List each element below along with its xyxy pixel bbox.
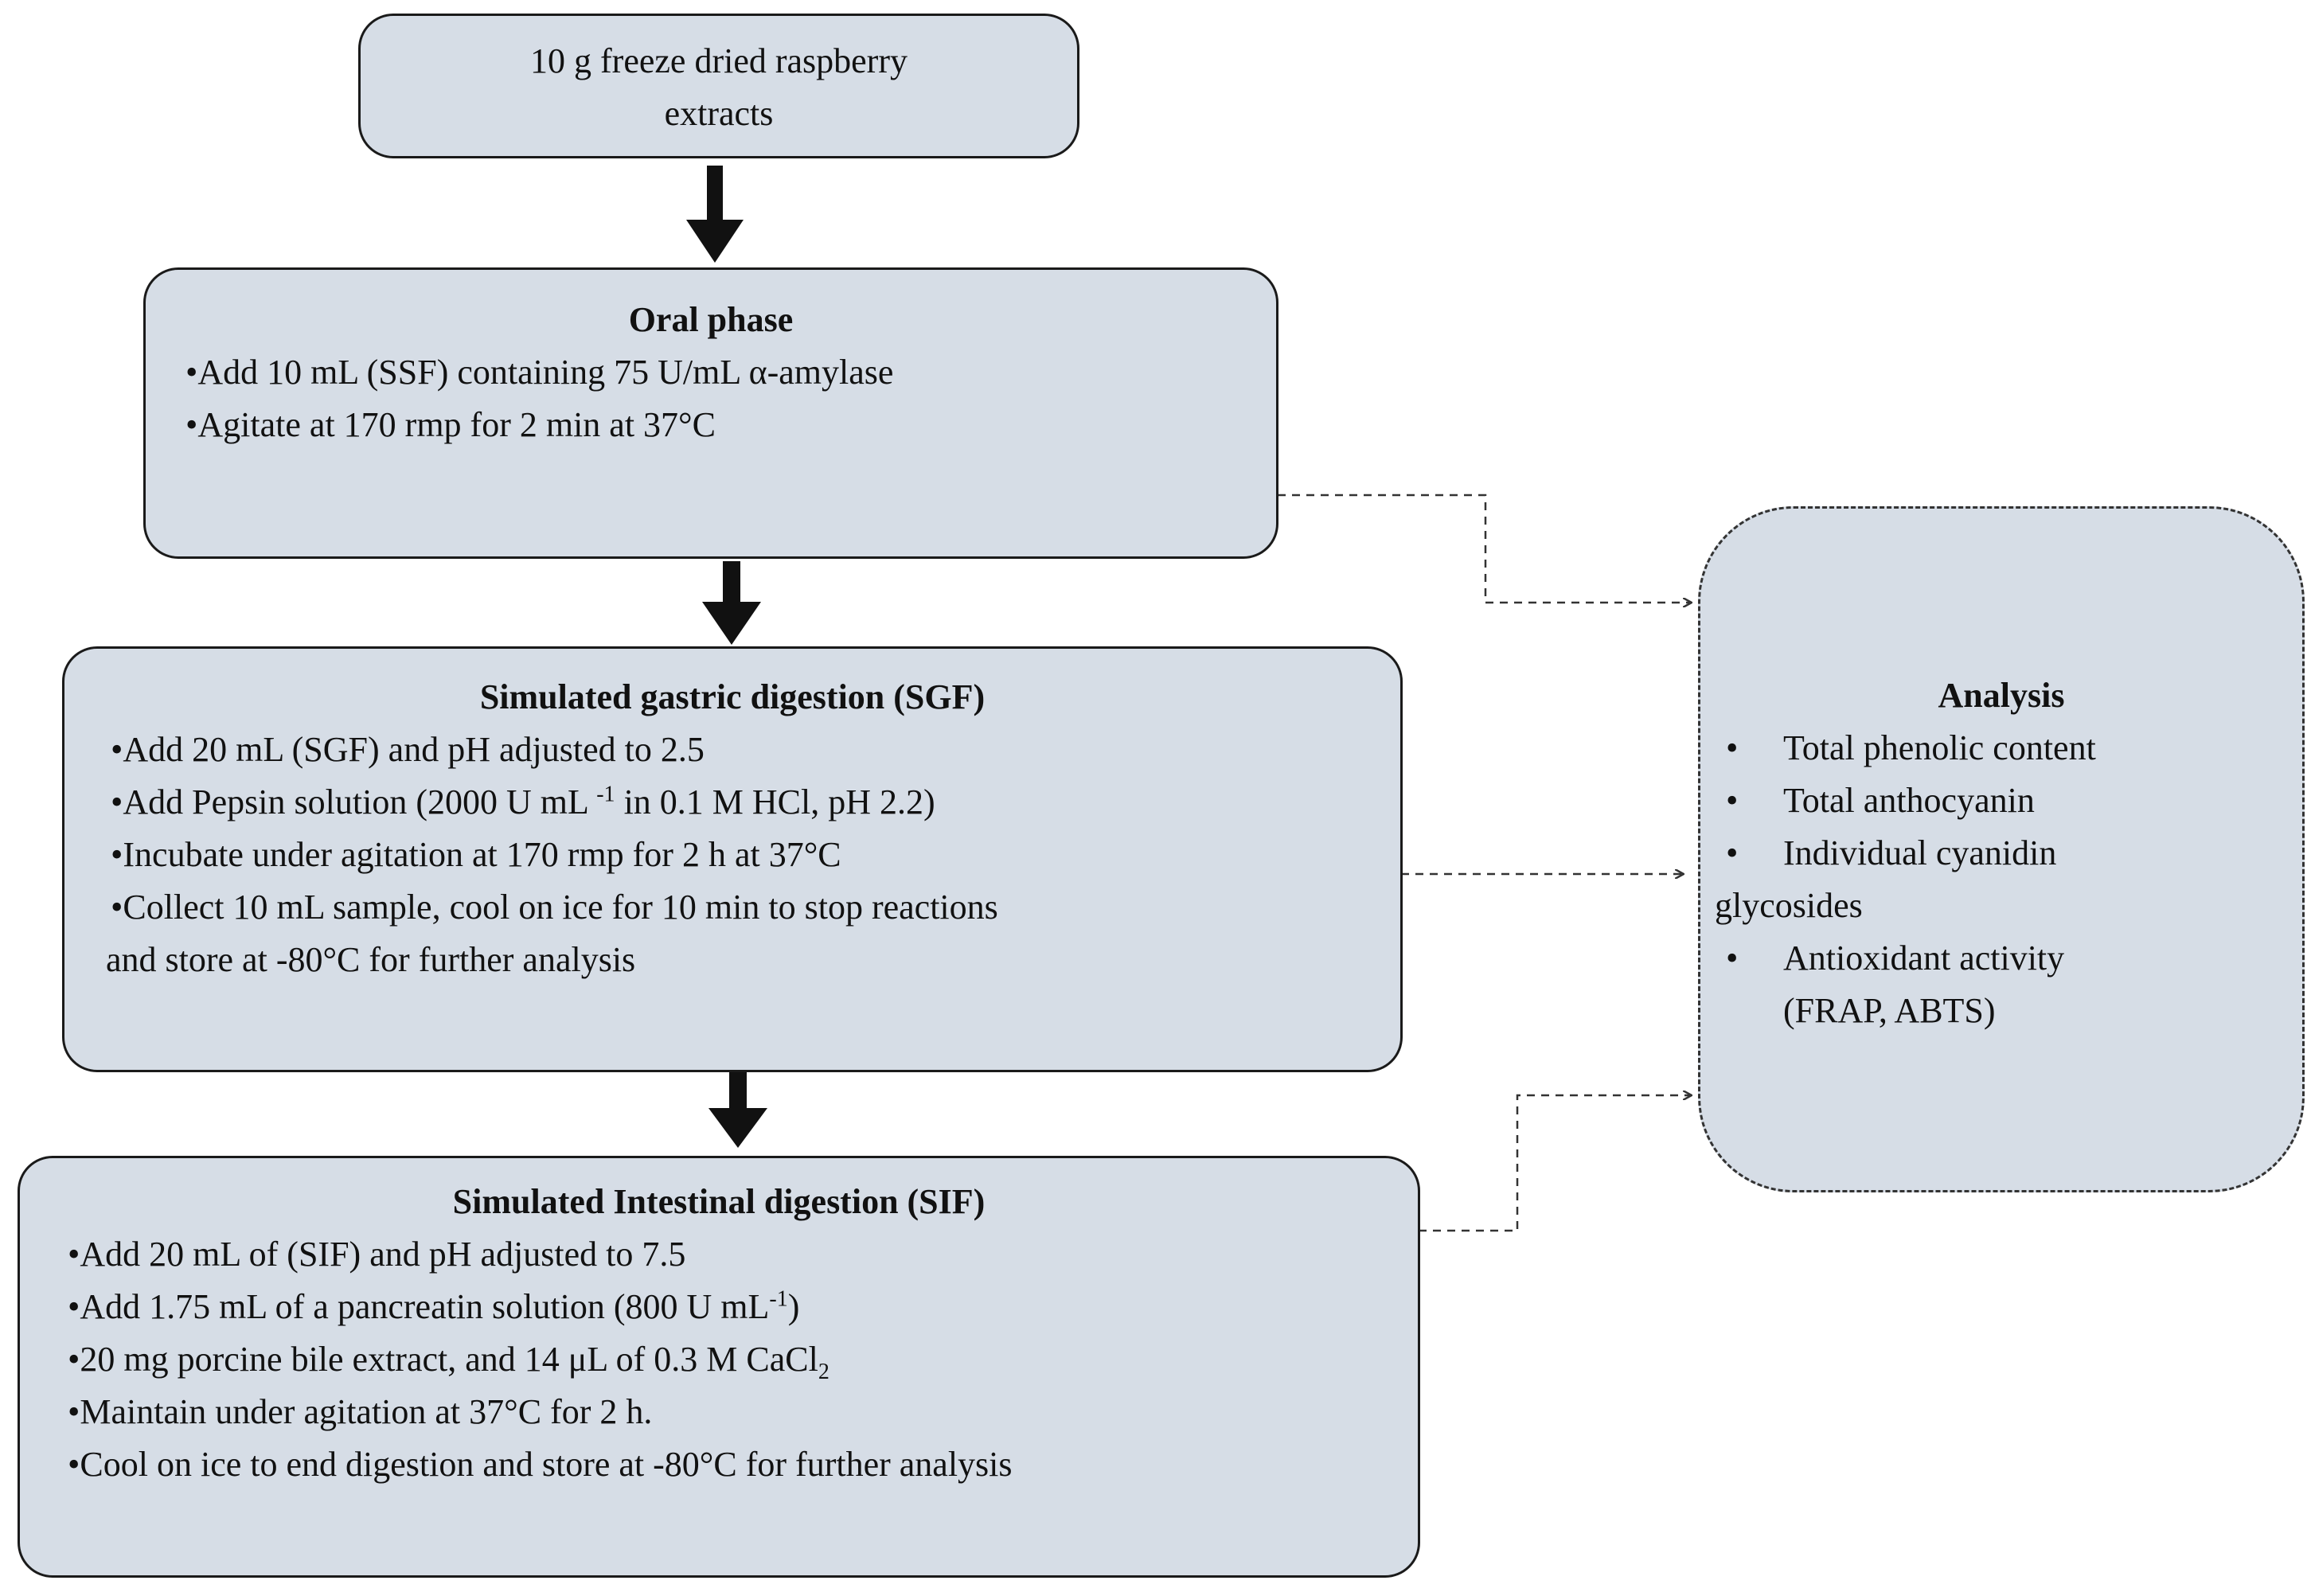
analysis-item-3: •Individual cyanidin xyxy=(1715,827,2302,880)
bullet: • xyxy=(68,1287,80,1326)
analysis-box: Analysis •Total phenolic content •Total … xyxy=(1698,506,2305,1192)
gastric-title: Simulated gastric digestion (SGF) xyxy=(479,677,986,716)
gastric-item-2: •Add Pepsin solution (2000 U mL -1 in 0.… xyxy=(111,782,935,821)
analysis-item-4: •Antioxidant activity xyxy=(1715,932,2302,985)
bullet: • xyxy=(1726,728,1739,767)
oral-item-2: •Agitate at 170 rmp for 2 min at 37°C xyxy=(185,405,716,444)
bullet: • xyxy=(68,1340,80,1379)
bullet: • xyxy=(111,888,123,927)
bullet: • xyxy=(185,353,198,392)
oral-phase-box: Oral phase •Add 10 mL (SSF) containing 7… xyxy=(143,267,1278,559)
oral-phase-title: Oral phase xyxy=(628,300,794,339)
bullet: • xyxy=(1726,781,1739,820)
gastric-digestion-box: Simulated gastric digestion (SGF) •Add 2… xyxy=(62,646,1403,1072)
start-box: 10 g freeze dried raspberry extracts xyxy=(358,14,1079,158)
intestinal-digestion-box: Simulated Intestinal digestion (SIF) •Ad… xyxy=(18,1156,1420,1578)
analysis-item-1: •Total phenolic content xyxy=(1715,722,2302,775)
intestinal-title: Simulated Intestinal digestion (SIF) xyxy=(452,1182,986,1221)
bullet: • xyxy=(68,1235,80,1274)
bullet: • xyxy=(111,730,123,769)
analysis-item-4-cont: (FRAP, ABTS) xyxy=(1783,991,1996,1030)
bullet: • xyxy=(111,835,123,874)
bullet: • xyxy=(111,782,123,821)
bullet: • xyxy=(1726,833,1739,872)
gastric-item-4: •Collect 10 mL sample, cool on ice for 1… xyxy=(111,888,998,927)
bullet: • xyxy=(185,405,198,444)
gastric-item-4-cont: and store at -80°C for further analysis xyxy=(106,940,636,979)
bullet: • xyxy=(1726,938,1739,978)
oral-item-1: •Add 10 mL (SSF) containing 75 U/mL α-am… xyxy=(185,353,894,392)
start-line-2: extracts xyxy=(664,94,774,133)
down-arrow-2 xyxy=(702,561,761,645)
analysis-item-2: •Total anthocyanin xyxy=(1715,775,2302,827)
intestinal-item-2: •Add 1.75 mL of a pancreatin solution (8… xyxy=(68,1286,800,1326)
gastric-item-1: •Add 20 mL (SGF) and pH adjusted to 2.5 xyxy=(111,730,705,769)
intestinal-item-3: •20 mg porcine bile extract, and 14 μL o… xyxy=(68,1340,830,1384)
gastric-item-3: •Incubate under agitation at 170 rmp for… xyxy=(111,835,841,874)
intestinal-item-1: •Add 20 mL of (SIF) and pH adjusted to 7… xyxy=(68,1235,686,1274)
analysis-item-3-cont: glycosides xyxy=(1715,886,1863,925)
intestinal-item-5: •Cool on ice to end digestion and store … xyxy=(68,1445,1013,1484)
bullet: • xyxy=(68,1392,80,1431)
down-arrow-3 xyxy=(708,1069,767,1148)
analysis-title: Analysis xyxy=(1938,676,2065,715)
intestinal-item-4: •Maintain under agitation at 37°C for 2 … xyxy=(68,1392,653,1431)
bullet: • xyxy=(68,1445,80,1484)
down-arrow-1 xyxy=(686,166,744,263)
dashed-connector-oral xyxy=(1278,494,1692,603)
start-line-1: 10 g freeze dried raspberry xyxy=(530,41,908,80)
dashed-connector-intestinal xyxy=(1419,1095,1692,1232)
